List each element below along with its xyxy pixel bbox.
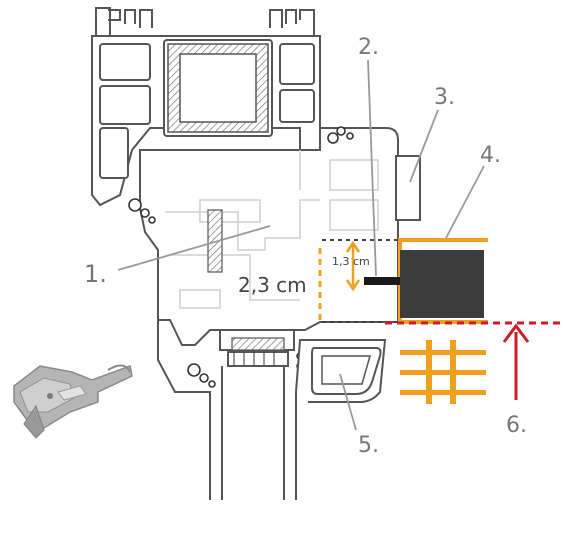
callout-4: 4. — [480, 143, 501, 168]
callout-3: 3. — [434, 85, 455, 110]
upper-frame-profile — [91, 7, 321, 207]
callout-5: 5. — [358, 433, 379, 458]
leader-lines — [117, 59, 485, 431]
main-frame-body — [139, 127, 399, 346]
reference-line — [385, 321, 560, 400]
callout-2: 2. — [358, 35, 379, 60]
metal-clip-image — [13, 364, 133, 439]
callout-1: 1. — [84, 260, 107, 288]
mounting-bracket — [364, 238, 488, 324]
depth-dimension-label: 2,3 cm — [238, 273, 307, 297]
gap-dimension-label: 1,3 cm — [332, 255, 370, 268]
spacer-plates — [400, 340, 486, 404]
gap-dimension-arrow — [345, 240, 361, 292]
lower-profile — [157, 320, 387, 500]
callout-6: 6. — [506, 413, 527, 438]
